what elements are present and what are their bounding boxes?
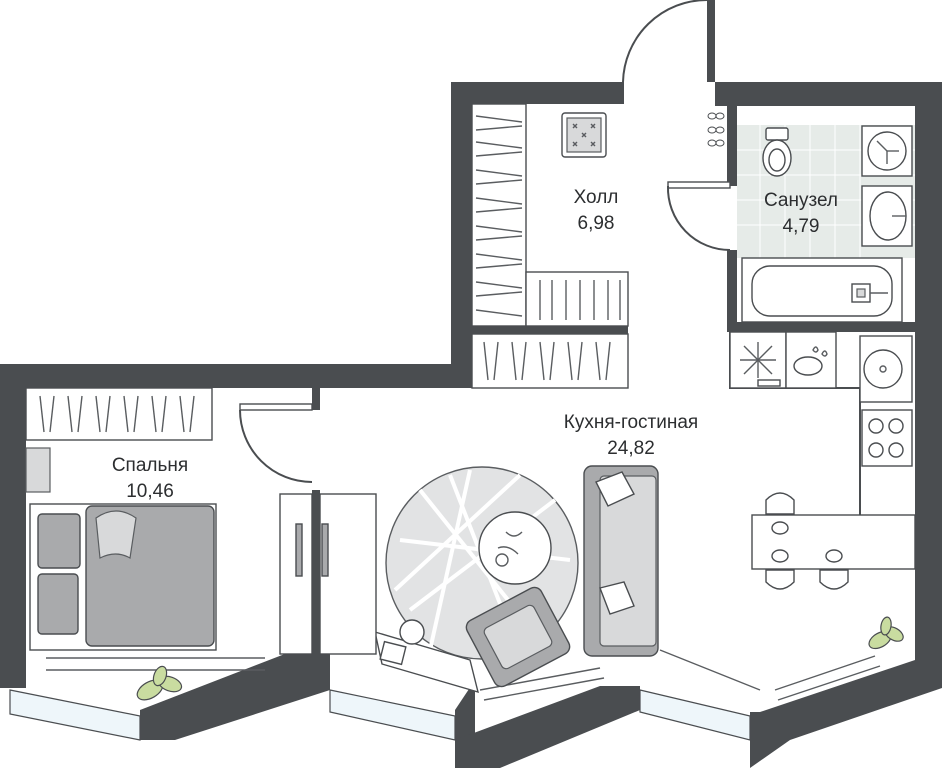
plant-icon: [136, 665, 183, 701]
desk: [374, 619, 479, 694]
hall-wall-bottom: [472, 326, 628, 334]
bathtub-icon: [741, 257, 903, 323]
room-area-kitchen-living: 24,82: [607, 438, 655, 459]
room-name-bedroom: Спальня: [112, 455, 188, 476]
room-name-bathroom: Санузел: [764, 190, 838, 211]
hall-bath-wall: [727, 106, 737, 186]
window-bedroom: [9, 689, 141, 741]
partition-wall: [312, 490, 320, 660]
window-living-2: [639, 689, 751, 741]
dining-table: [751, 492, 916, 590]
hall-wall-top: [451, 82, 623, 104]
hall-wall-left: [451, 82, 472, 388]
tv-stand: [279, 493, 377, 655]
shoes-icon: [707, 112, 725, 147]
washing-machine-icon: [861, 125, 913, 177]
facade-wall-1: [0, 662, 26, 688]
plant-icon: [868, 616, 904, 650]
bath-wall-right: [915, 82, 942, 688]
nightstand: [25, 447, 51, 493]
bedroom-door: [239, 403, 313, 483]
bed: [29, 503, 217, 651]
armchair: [465, 586, 571, 688]
hall-wardrobe-lower: [471, 333, 629, 389]
facade-wall-2: [140, 652, 330, 740]
hall-wardrobe: [471, 103, 527, 327]
bedroom-wardrobe: [25, 387, 213, 441]
window-living-1: [329, 689, 456, 741]
toilet-icon: [762, 127, 792, 177]
partition-top: [312, 388, 320, 410]
sink-icon: [861, 185, 913, 247]
sofa: [583, 465, 659, 657]
hall-bath-wall-lower: [727, 250, 737, 330]
room-area-hall: 6,98: [578, 213, 615, 234]
room-name-hall: Холл: [574, 187, 619, 208]
facade-wall-5: [750, 660, 942, 768]
room-area-bathroom: 4,79: [783, 216, 820, 237]
entrance-door: [622, 0, 715, 104]
room-area-bedroom: 10,46: [126, 481, 174, 502]
hall-pouf: [561, 112, 607, 158]
kitchen-counter: [729, 331, 913, 515]
radiator-living-2: [659, 649, 881, 701]
bath-wall-bottom: [727, 322, 915, 332]
coffee-table: [478, 511, 552, 585]
bath-wall-top: [715, 82, 942, 106]
facade-wall-4: [455, 686, 640, 768]
bathroom-door: [666, 181, 731, 251]
hall-shelf: [525, 271, 629, 327]
bedroom-wall-top: [0, 364, 472, 388]
bedroom-wall-left: [0, 364, 26, 674]
radiator-bedroom: [46, 657, 265, 671]
room-name-kitchen-living: Кухня-гостиная: [564, 412, 698, 433]
